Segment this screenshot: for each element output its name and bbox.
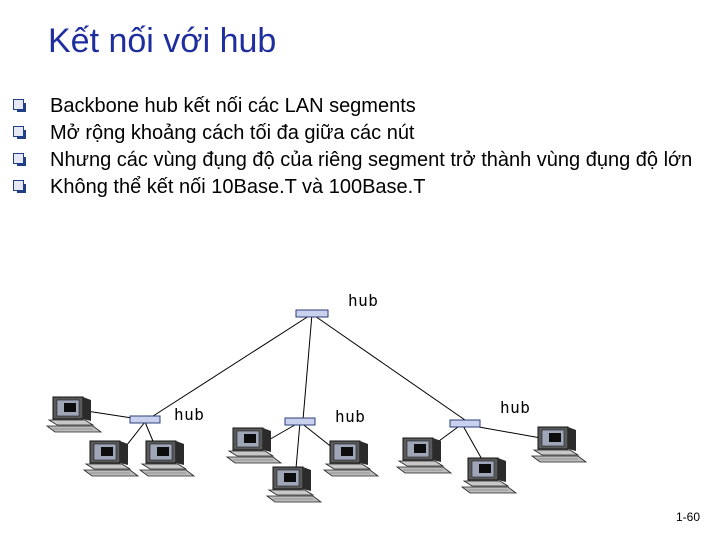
slide-title: Kết nối với hub	[48, 22, 277, 60]
bullet-list: Backbone hub kết nối các LAN segments Mở…	[10, 93, 710, 201]
link-backbone-middle	[302, 313, 313, 421]
checkbox-bullet-icon	[13, 99, 26, 112]
desktop-computer-icon	[226, 427, 282, 464]
desktop-computer-icon	[396, 437, 452, 474]
hub-right	[449, 419, 481, 428]
page-number: 1-60	[675, 510, 700, 524]
bullet-item: Backbone hub kết nối các LAN segments	[10, 93, 710, 120]
bullet-text: Nhưng các vùng đụng độ của riêng segment…	[50, 149, 693, 171]
hub-label-middle: hub	[335, 407, 366, 426]
desktop-computer-icon	[46, 396, 102, 433]
bullet-item: Nhưng các vùng đụng độ của riêng segment…	[10, 147, 710, 174]
bullet-text: Backbone hub kết nối các LAN segments	[50, 95, 416, 117]
hub-middle	[284, 417, 316, 426]
backbone-hub	[295, 309, 329, 318]
hub-left	[129, 415, 161, 424]
checkbox-bullet-icon	[13, 180, 26, 193]
link-backbone-right	[311, 313, 466, 421]
bullet-text: Không thể kết nối 10Base.T và 100Base.T	[50, 176, 426, 198]
link-backbone-left	[149, 313, 313, 419]
hub-label-right: hub	[500, 398, 531, 417]
hub-label-backbone: hub	[348, 291, 379, 310]
hub-label-left: hub	[174, 405, 205, 424]
bullet-item: Không thể kết nối 10Base.T và 100Base.T	[10, 174, 710, 201]
desktop-computer-icon	[266, 466, 322, 503]
desktop-computer-icon	[139, 440, 195, 477]
desktop-computer-icon	[323, 440, 379, 477]
hubs	[129, 309, 481, 428]
desktop-computer-icon	[83, 440, 139, 477]
bullet-item: Mở rộng khoảng cách tối đa giữa các nút	[10, 120, 710, 147]
checkbox-bullet-icon	[13, 126, 26, 139]
desktop-computer-icon	[461, 457, 517, 494]
desktop-computer-icon	[531, 426, 587, 463]
checkbox-bullet-icon	[13, 153, 26, 166]
bullet-text: Mở rộng khoảng cách tối đa giữa các nút	[50, 122, 415, 144]
